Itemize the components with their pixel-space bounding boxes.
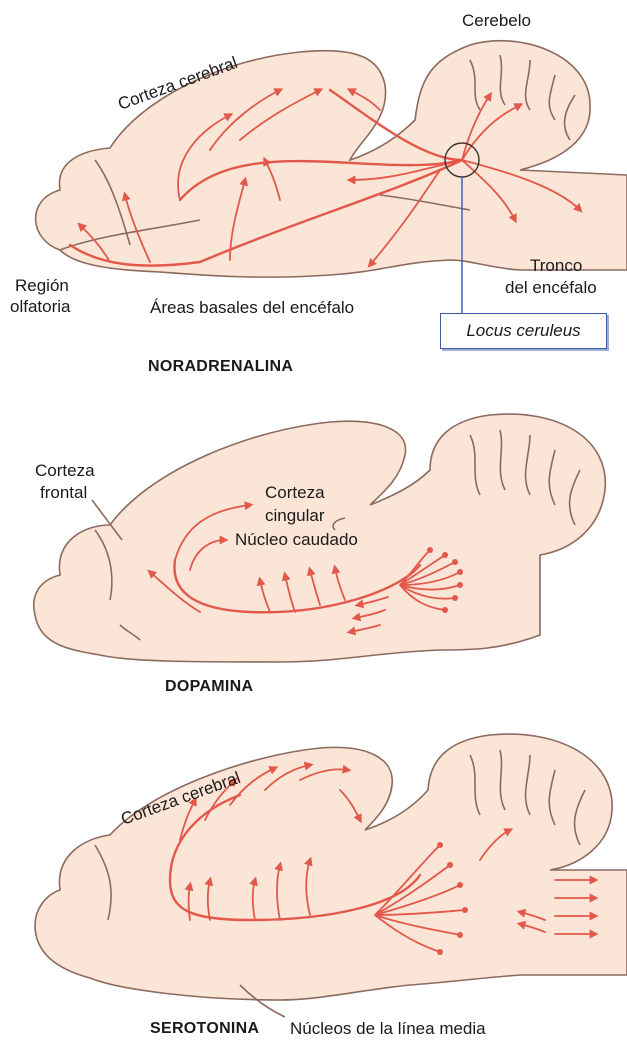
corteza-cingular-label-line2: cingular [265,505,325,526]
corteza-frontal-label-line2: frontal [40,482,87,503]
serotonina-brain-diagram [0,720,627,1043]
corteza-cingular-label-line1: Corteza [265,482,325,503]
locus-ceruleus-label: Locus ceruleus [441,314,606,348]
nucleo-caudado-label: Núcleo caudado [235,529,358,550]
noradrenalina-panel: Cerebelo Corteza cerebral Región olfator… [0,0,627,380]
dopamina-dot [427,547,433,553]
corteza-frontal-label-line1: Corteza [35,460,95,481]
locus-ceruleus-callout: Locus ceruleus [440,313,607,349]
tronco-label-line2: del encéfalo [505,277,597,298]
serotonina-dot [462,907,468,913]
serotonina-dot [457,932,463,938]
dopamina-dot [457,582,463,588]
serotonina-dot [457,882,463,888]
serotonina-dot [437,949,443,955]
serotonina-dot [447,862,453,868]
dopamina-dot [452,559,458,565]
dopamina-brain-diagram [0,400,627,700]
dopamina-panel: Corteza frontal Corteza cingular Núcleo … [0,400,627,700]
brain-outline [36,41,627,277]
areas-basales-label: Áreas basales del encéfalo [150,297,354,318]
tronco-label-line1: Tronco [530,255,582,276]
dopamina-dot [442,607,448,613]
region-olfatoria-label-line2: olfatoria [10,296,70,317]
dopamina-dot [452,595,458,601]
serotonina-panel: Corteza cerebral Núcleos de la línea med… [0,720,627,1043]
dopamina-dot [457,569,463,575]
nucleos-linea-media-label: Núcleos de la línea media [290,1018,486,1039]
dopamina-title: DOPAMINA [165,678,253,696]
brain-outline-serotonina [35,734,627,1000]
region-olfatoria-label-line1: Región [15,275,69,296]
dopamina-dot [442,552,448,558]
noradrenalina-title: NORADRENALINA [148,358,293,376]
cerebelo-label: Cerebelo [462,10,531,31]
serotonina-dot [437,842,443,848]
serotonina-title: SEROTONINA [150,1020,259,1038]
